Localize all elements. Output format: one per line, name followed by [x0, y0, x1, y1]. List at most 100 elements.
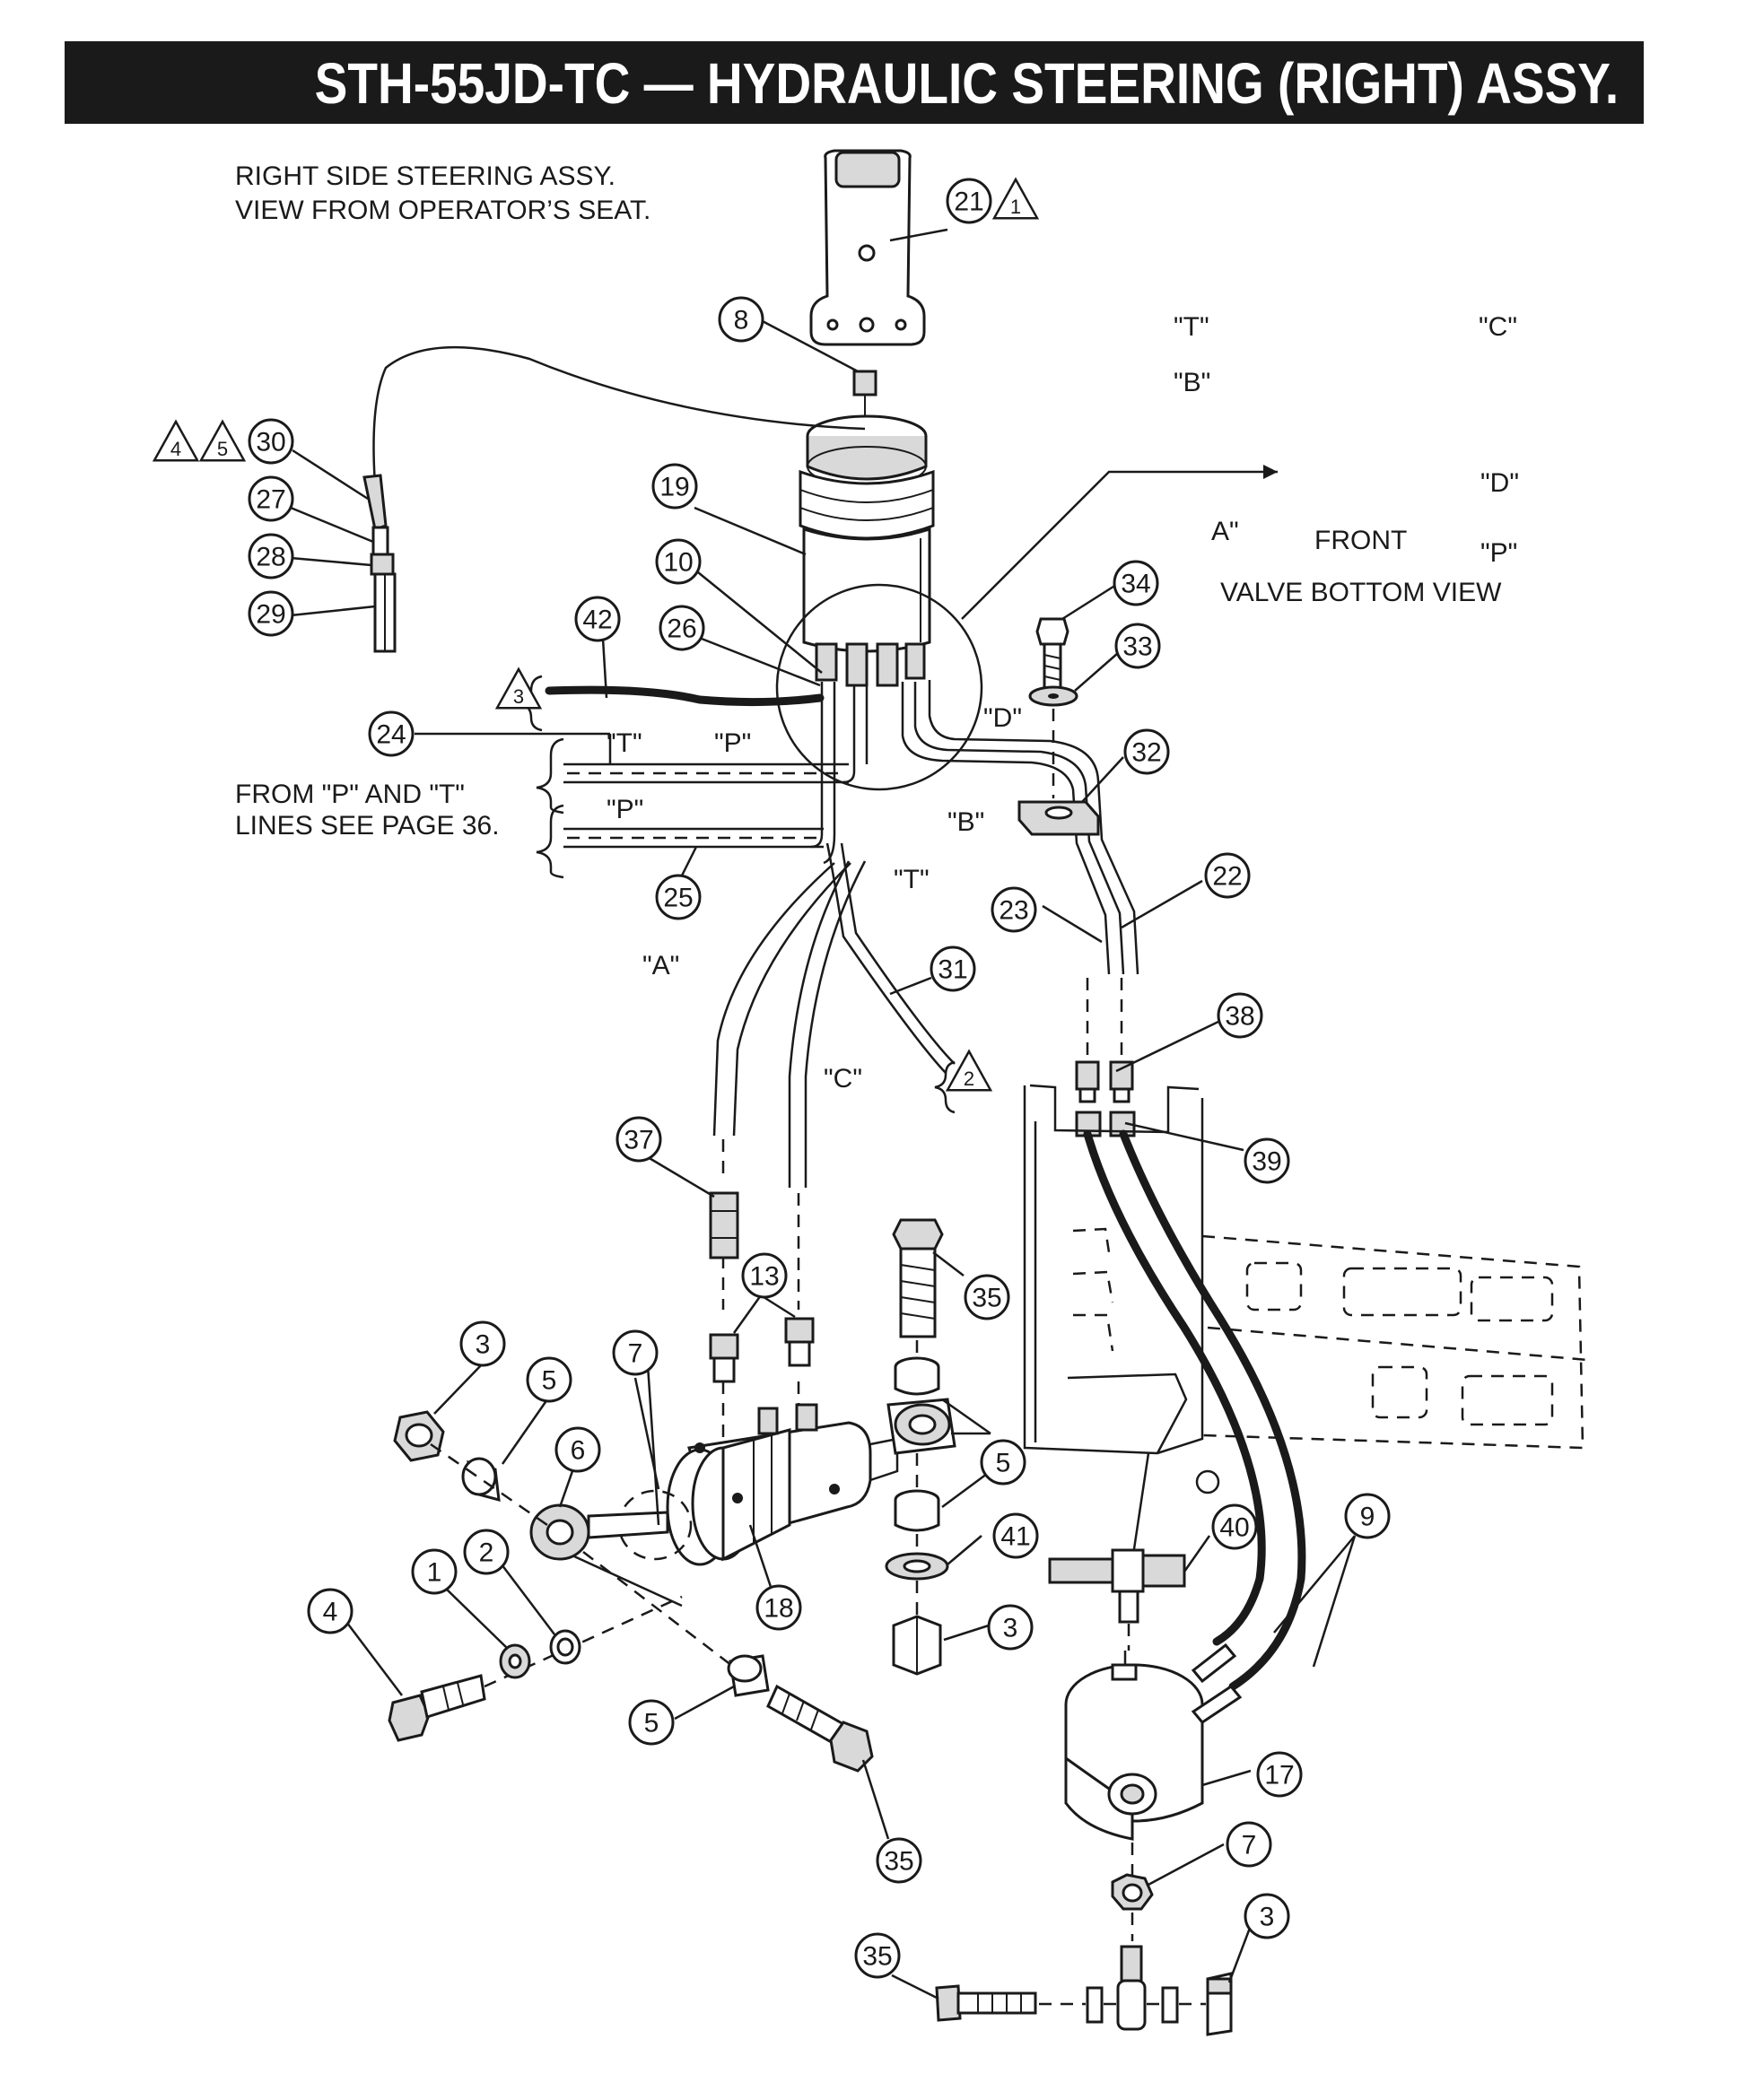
callout-c3c: 3 [1244, 1893, 1290, 1939]
callout-number: 7 [1242, 1831, 1257, 1860]
callout-circle [980, 1439, 1026, 1486]
callout-number: 3 [476, 1330, 491, 1360]
callout-c7b: 7 [1226, 1821, 1272, 1868]
callout-circle [1256, 1751, 1303, 1798]
callout-number: 1 [427, 1558, 442, 1588]
header-bar: STH-55JD-TC — HYDRAULIC STEERING (RIGHT)… [65, 41, 1644, 124]
line-t-lower-label: "T" [894, 865, 930, 894]
callout-c19: 19 [651, 463, 698, 510]
callout-circle [987, 1604, 1034, 1651]
line-p-upper-label: "P" [714, 728, 751, 758]
callout-number: 26 [667, 614, 696, 644]
callout-c35c: 35 [854, 1932, 901, 1979]
bolt-4 [388, 1674, 486, 1742]
note-number: 3 [513, 685, 524, 708]
callout-circle [628, 1699, 675, 1746]
steering-knob [809, 149, 926, 346]
callout-circle [248, 590, 294, 637]
callout-c5c: 5 [628, 1699, 675, 1746]
callout-number: 33 [1122, 632, 1152, 662]
port-t-label: "T" [1174, 312, 1209, 342]
spacer-5d [727, 1654, 770, 1697]
fitting-37 [709, 1191, 739, 1259]
line-p-lower-label: "P" [607, 795, 643, 824]
note-triangle-n3: 3 [494, 667, 543, 710]
callout-number: 3 [1260, 1903, 1275, 1932]
callout-number: 38 [1225, 1002, 1254, 1032]
callout-circle [964, 1274, 1010, 1320]
callout-circle [612, 1329, 659, 1376]
spacer-5b [894, 1356, 940, 1396]
callout-number: 5 [644, 1709, 659, 1738]
note-triangle-n5: 5 [198, 419, 247, 462]
callout-c7a: 7 [612, 1329, 659, 1376]
hydraulic-motor-17 [1064, 1643, 1243, 1841]
line-a-label: "A" [642, 951, 679, 980]
callout-c31: 31 [930, 945, 976, 992]
callout-circle [1344, 1493, 1391, 1539]
callout-c13: 13 [741, 1252, 788, 1299]
note-triangle-n1: 1 [991, 177, 1040, 220]
callout-number: 19 [659, 473, 689, 502]
callout-c9: 9 [1344, 1493, 1391, 1539]
callout-circle [1211, 1503, 1258, 1550]
detail-leader [961, 470, 1278, 620]
bolt-35c [935, 1984, 1037, 2022]
callout-circle [1113, 560, 1159, 606]
callout-c10: 10 [655, 538, 702, 585]
nut-7b [1111, 1873, 1154, 1911]
port-b-label: "B" [1174, 368, 1210, 397]
callout-c42: 42 [574, 596, 621, 642]
callout-c38: 38 [1217, 992, 1263, 1039]
callout-circle [651, 463, 698, 510]
callout-circle [1226, 1821, 1272, 1868]
callout-number: 35 [972, 1284, 1001, 1313]
callout-c6: 6 [554, 1426, 601, 1473]
washer-41 [885, 1552, 949, 1581]
callout-circle [755, 1584, 802, 1631]
port-a-label: A" [1211, 517, 1239, 546]
callout-circle [854, 1932, 901, 1979]
callout-circle [1244, 1137, 1290, 1184]
bolt-35a [892, 1218, 944, 1338]
callout-c21: 21 [946, 178, 992, 224]
callout-circle [655, 538, 702, 585]
callout-circle [248, 418, 294, 465]
callout-circle [459, 1320, 506, 1367]
note-triangle-shape [198, 419, 247, 462]
frame-bracket [1023, 1084, 1589, 1494]
line-d-label: "D" [983, 703, 1022, 733]
callout-circle [1217, 992, 1263, 1039]
callout-c4: 4 [307, 1588, 354, 1634]
caption-line-1: RIGHT SIDE STEERING ASSY. [235, 161, 615, 191]
pivot-pin-40 [1048, 1452, 1186, 1624]
fittings-38 [1075, 1060, 1134, 1103]
callout-circle [946, 178, 992, 224]
callout-c29: 29 [248, 590, 294, 637]
port-p-label: "P" [1480, 538, 1517, 568]
note-triangle-shape [152, 419, 200, 462]
bolt-35b [766, 1684, 874, 1773]
spacer-bottom [1086, 1986, 1104, 2024]
callout-circle [930, 945, 976, 992]
callout-number: 13 [749, 1262, 779, 1292]
callout-c8: 8 [718, 296, 764, 343]
callout-number: 31 [938, 955, 967, 985]
callout-circle [1114, 623, 1161, 669]
callout-number: 39 [1252, 1147, 1281, 1177]
callout-number: 9 [1360, 1503, 1375, 1532]
callout-number: 5 [542, 1366, 557, 1396]
callout-c1: 1 [411, 1548, 458, 1595]
callout-c26: 26 [659, 605, 705, 651]
callout-number: 2 [479, 1538, 494, 1568]
callout-number: 18 [764, 1594, 793, 1624]
callout-c34: 34 [1113, 560, 1159, 606]
tube-24 [563, 762, 849, 784]
tube-25 [563, 827, 824, 849]
callout-number: 17 [1264, 1761, 1294, 1791]
callout-number: 34 [1121, 570, 1150, 599]
callout-circle [248, 533, 294, 579]
valve-front-label: FRONT [1314, 526, 1407, 555]
rod-end [529, 1503, 590, 1561]
